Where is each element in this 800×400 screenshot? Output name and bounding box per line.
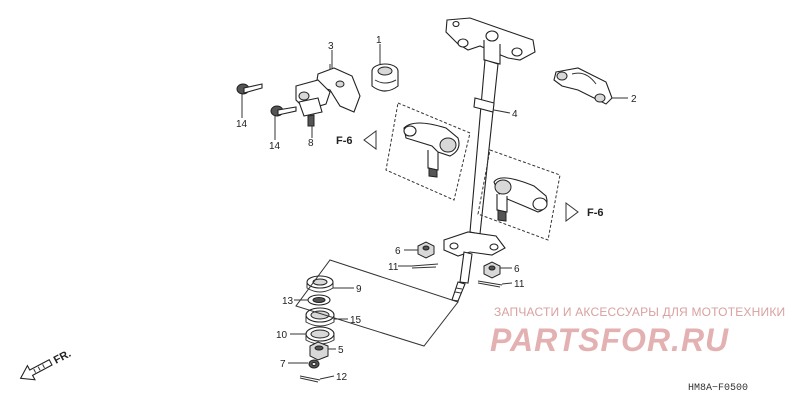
assembly-guide-box	[295, 259, 459, 347]
front-label: FR.	[52, 348, 73, 367]
callout-6-left: 6	[395, 246, 401, 257]
callout-1: 1	[376, 35, 382, 46]
front-direction: FR.	[19, 348, 73, 381]
steering-shaft[interactable]	[443, 17, 536, 302]
cotter-pin-right[interactable]	[477, 280, 503, 288]
bearing-lower[interactable]	[305, 326, 335, 345]
leader-lines	[241, 44, 628, 380]
tie-rod-end-right-box	[477, 149, 561, 241]
bolt-lower[interactable]	[270, 105, 297, 117]
callout-14-upper: 14	[236, 119, 248, 130]
castle-nut[interactable]	[309, 341, 329, 361]
nut-right[interactable]	[483, 261, 501, 279]
arrow-right-icon	[565, 202, 579, 222]
dust-seal[interactable]	[306, 275, 334, 293]
nut-bottom[interactable]	[308, 359, 320, 369]
watermark-tagline: ЗАПЧАСТИ И АКСЕССУАРЫ ДЛЯ МОТОТЕХНИКИ	[494, 305, 785, 319]
callout-15: 15	[350, 315, 362, 326]
callout-3: 3	[328, 41, 334, 52]
callout-13: 13	[282, 296, 294, 307]
shaft-holder-clamp[interactable]	[553, 67, 613, 105]
callout-7: 7	[280, 359, 286, 370]
bolt-upper[interactable]	[236, 83, 263, 95]
callout-5: 5	[338, 345, 344, 356]
nut-left[interactable]	[417, 241, 435, 259]
callout-4: 4	[512, 109, 518, 120]
callout-11-left: 11	[388, 262, 399, 273]
front-arrow-icon	[19, 358, 53, 381]
callout-6-right: 6	[514, 264, 520, 275]
bushing[interactable]	[371, 63, 399, 92]
watermark-logo: PARTSFOR.RU	[490, 322, 729, 358]
tie-rod-end-left-box	[385, 102, 471, 201]
diagram-code: HM8A−F0500	[688, 383, 748, 394]
callout-12: 12	[336, 372, 348, 383]
cotter-pin-bottom[interactable]	[299, 375, 321, 383]
callout-14-lower: 14	[269, 141, 281, 152]
callout-9: 9	[356, 284, 362, 295]
callout-2: 2	[631, 94, 637, 105]
callout-8: 8	[308, 138, 314, 149]
callout-11-right: 11	[514, 279, 525, 290]
arrow-left-icon	[363, 130, 377, 150]
collar[interactable]	[298, 97, 323, 127]
ref-right[interactable]: F-6	[565, 202, 604, 222]
washer[interactable]	[307, 294, 331, 306]
ref-label-right: F-6	[587, 207, 604, 219]
ref-label-left: F-6	[336, 135, 353, 147]
cotter-pin-left[interactable]	[411, 263, 439, 269]
callout-10: 10	[276, 330, 288, 341]
ref-left[interactable]: F-6	[336, 130, 377, 150]
